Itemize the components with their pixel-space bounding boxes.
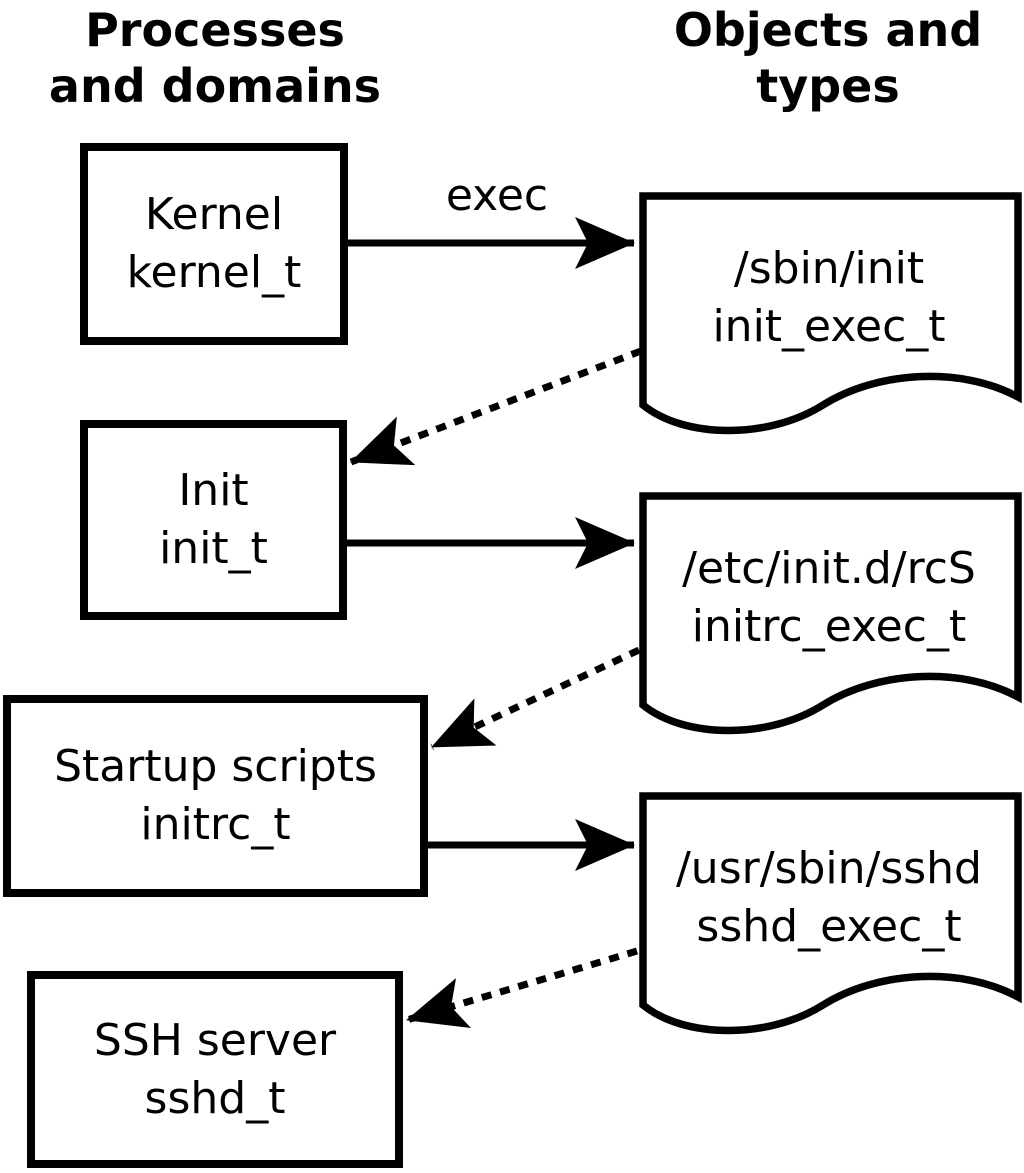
dotted-arrow-rcs-to-initrc (430, 646, 641, 751)
process-domain-type: kernel_t (126, 247, 302, 298)
object-path: /usr/sbin/sshd (675, 842, 982, 894)
object-type: sshd_exec_t (696, 900, 962, 952)
process-name: Init (178, 465, 249, 516)
dotted-arrow-sshd-exec-to-sshd (405, 947, 639, 1028)
object-path: /sbin/init (733, 242, 925, 294)
dotted-arrow-sbin-init-to-init (349, 347, 643, 466)
process-domain-type: initrc_t (140, 799, 291, 850)
exec-arrow-label: exec (445, 170, 549, 221)
header-line: and domains (48, 59, 382, 113)
document-shape-usr-sbin-sshd (639, 792, 1022, 1035)
object-label-etc-initd-rcs: /etc/init.d/rcS initrc_exec_t (637, 490, 1021, 719)
process-domain-type: init_t (159, 523, 268, 574)
object-path: /etc/init.d/rcS (682, 542, 976, 594)
object-label-usr-sbin-sshd: /usr/sbin/sshd sshd_exec_t (637, 790, 1021, 1019)
process-name: SSH server (93, 1014, 337, 1066)
object-type: init_exec_t (712, 300, 946, 352)
object-label-sbin-init: /sbin/init init_exec_t (637, 190, 1021, 419)
process-box-startup-scripts: Startup scripts initrc_t (3, 695, 428, 897)
process-box-kernel: Kernel kernel_t (80, 143, 348, 345)
document-shape-etc-initd-rcs (639, 492, 1022, 735)
object-type: initrc_exec_t (691, 600, 967, 652)
column-header-processes-and-domains: Processes and domains (20, 2, 410, 114)
document-shape-sbin-init (639, 192, 1022, 435)
header-line: Processes (85, 3, 345, 57)
process-box-ssh-server: SSH server sshd_t (27, 971, 403, 1168)
column-header-objects-and-types: Objects and types (633, 2, 1023, 114)
header-line: types (756, 59, 900, 113)
process-name: Startup scripts (54, 741, 377, 792)
process-name: Kernel (144, 189, 284, 240)
header-line: Objects and (673, 3, 983, 57)
process-domain-type: sshd_t (144, 1072, 286, 1124)
process-box-init: Init init_t (80, 420, 347, 620)
